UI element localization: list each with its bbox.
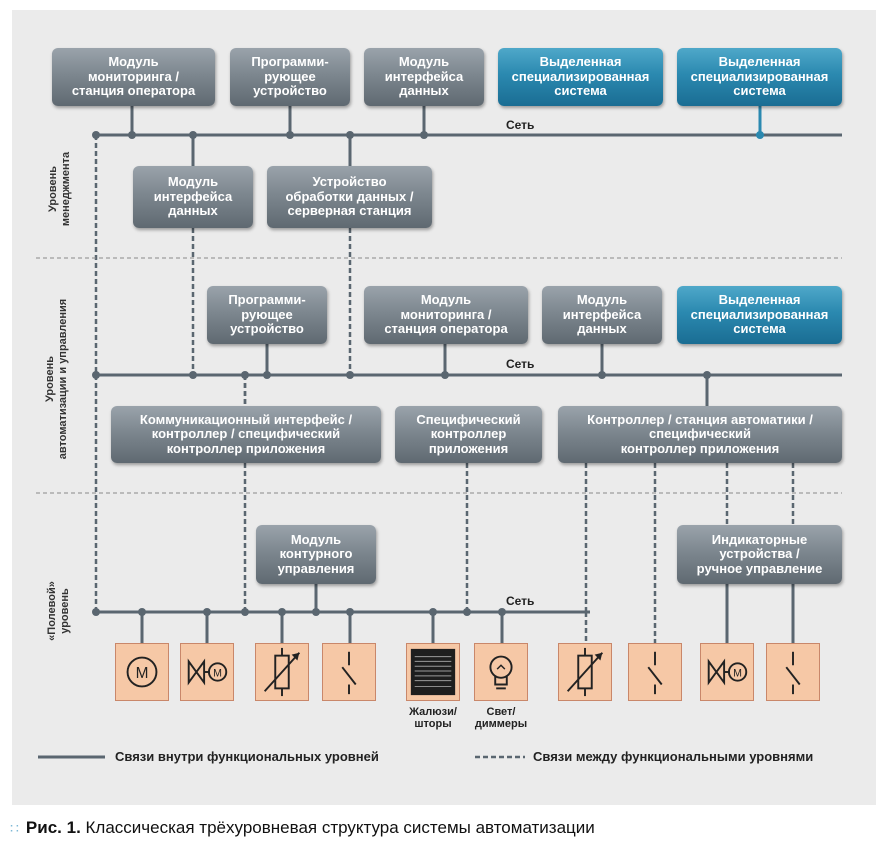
dedicated-system-box: Выделенная специализированная система [677, 286, 842, 344]
network-label-automation: Сеть [506, 357, 535, 371]
data-interface-module-box: Модуль интерфейса данных [364, 48, 484, 106]
monitoring-station-box: Модуль мониторинга / станция оператора [52, 48, 215, 106]
lamp-caption: Свет/ диммеры [474, 706, 528, 730]
loop-control-module-box: Модуль контурного управления [256, 525, 376, 584]
blinds-caption: Жалюзи/ шторы [409, 706, 457, 730]
level-label-field: «Полевой» уровень [46, 581, 71, 641]
motor-device: М [115, 643, 169, 701]
lamp-device [474, 643, 528, 701]
switch-device [766, 643, 820, 701]
motorized-valve-device: М [180, 643, 234, 701]
level-label-automation: Уровень автоматизации и управления [44, 298, 69, 460]
programming-device-box: Программи- рующее устройство [230, 48, 350, 106]
communication-interface-controller-box: Коммуникационный интерфейс / контроллер … [111, 406, 381, 463]
motorized-valve-device: М [700, 643, 754, 701]
network-label-field: Сеть [506, 594, 535, 608]
caption-number: Рис. 1. [25, 818, 81, 837]
indicator-manual-control-box: Индикаторные устройства / ручное управле… [677, 525, 842, 584]
network-label-management: Сеть [506, 118, 535, 132]
switch-device [322, 643, 376, 701]
switch-device [628, 643, 682, 701]
monitoring-station-box: Модуль мониторинга / станция оператора [364, 286, 528, 344]
variable-sensor-device [558, 643, 612, 701]
variable-sensor-device [255, 643, 309, 701]
motor-letter: М [213, 667, 222, 679]
data-interface-module-box: Модуль интерфейса данных [542, 286, 662, 344]
motor-letter: М [733, 667, 742, 679]
blinds-device [406, 643, 460, 701]
programming-device-box: Программи- рующее устройство [207, 286, 327, 344]
application-controller-box: Специфический контроллер приложения [395, 406, 542, 463]
caption-text: Классическая трёхуровневая структура сис… [85, 818, 595, 837]
data-processing-server-box: Устройство обработки данных / серверная … [267, 166, 432, 228]
dedicated-system-box: Выделенная специализированная система [498, 48, 663, 106]
data-interface-module-box: Модуль интерфейса данных [133, 166, 253, 228]
dedicated-system-box: Выделенная специализированная система [677, 48, 842, 106]
legend-dashed-label: Связи между функциональными уровнями [533, 749, 814, 764]
motor-letter: М [136, 665, 149, 682]
automation-station-controller-box: Контроллер / станция автоматики / специф… [558, 406, 842, 463]
caption-dots-icon: ∷ [10, 820, 19, 836]
legend-solid-label: Связи внутри функциональных уровней [115, 749, 379, 764]
level-label-management: Уровень менеджмента [47, 151, 72, 227]
figure-caption: ∷ Рис. 1. Классическая трёхуровневая стру… [10, 818, 595, 838]
